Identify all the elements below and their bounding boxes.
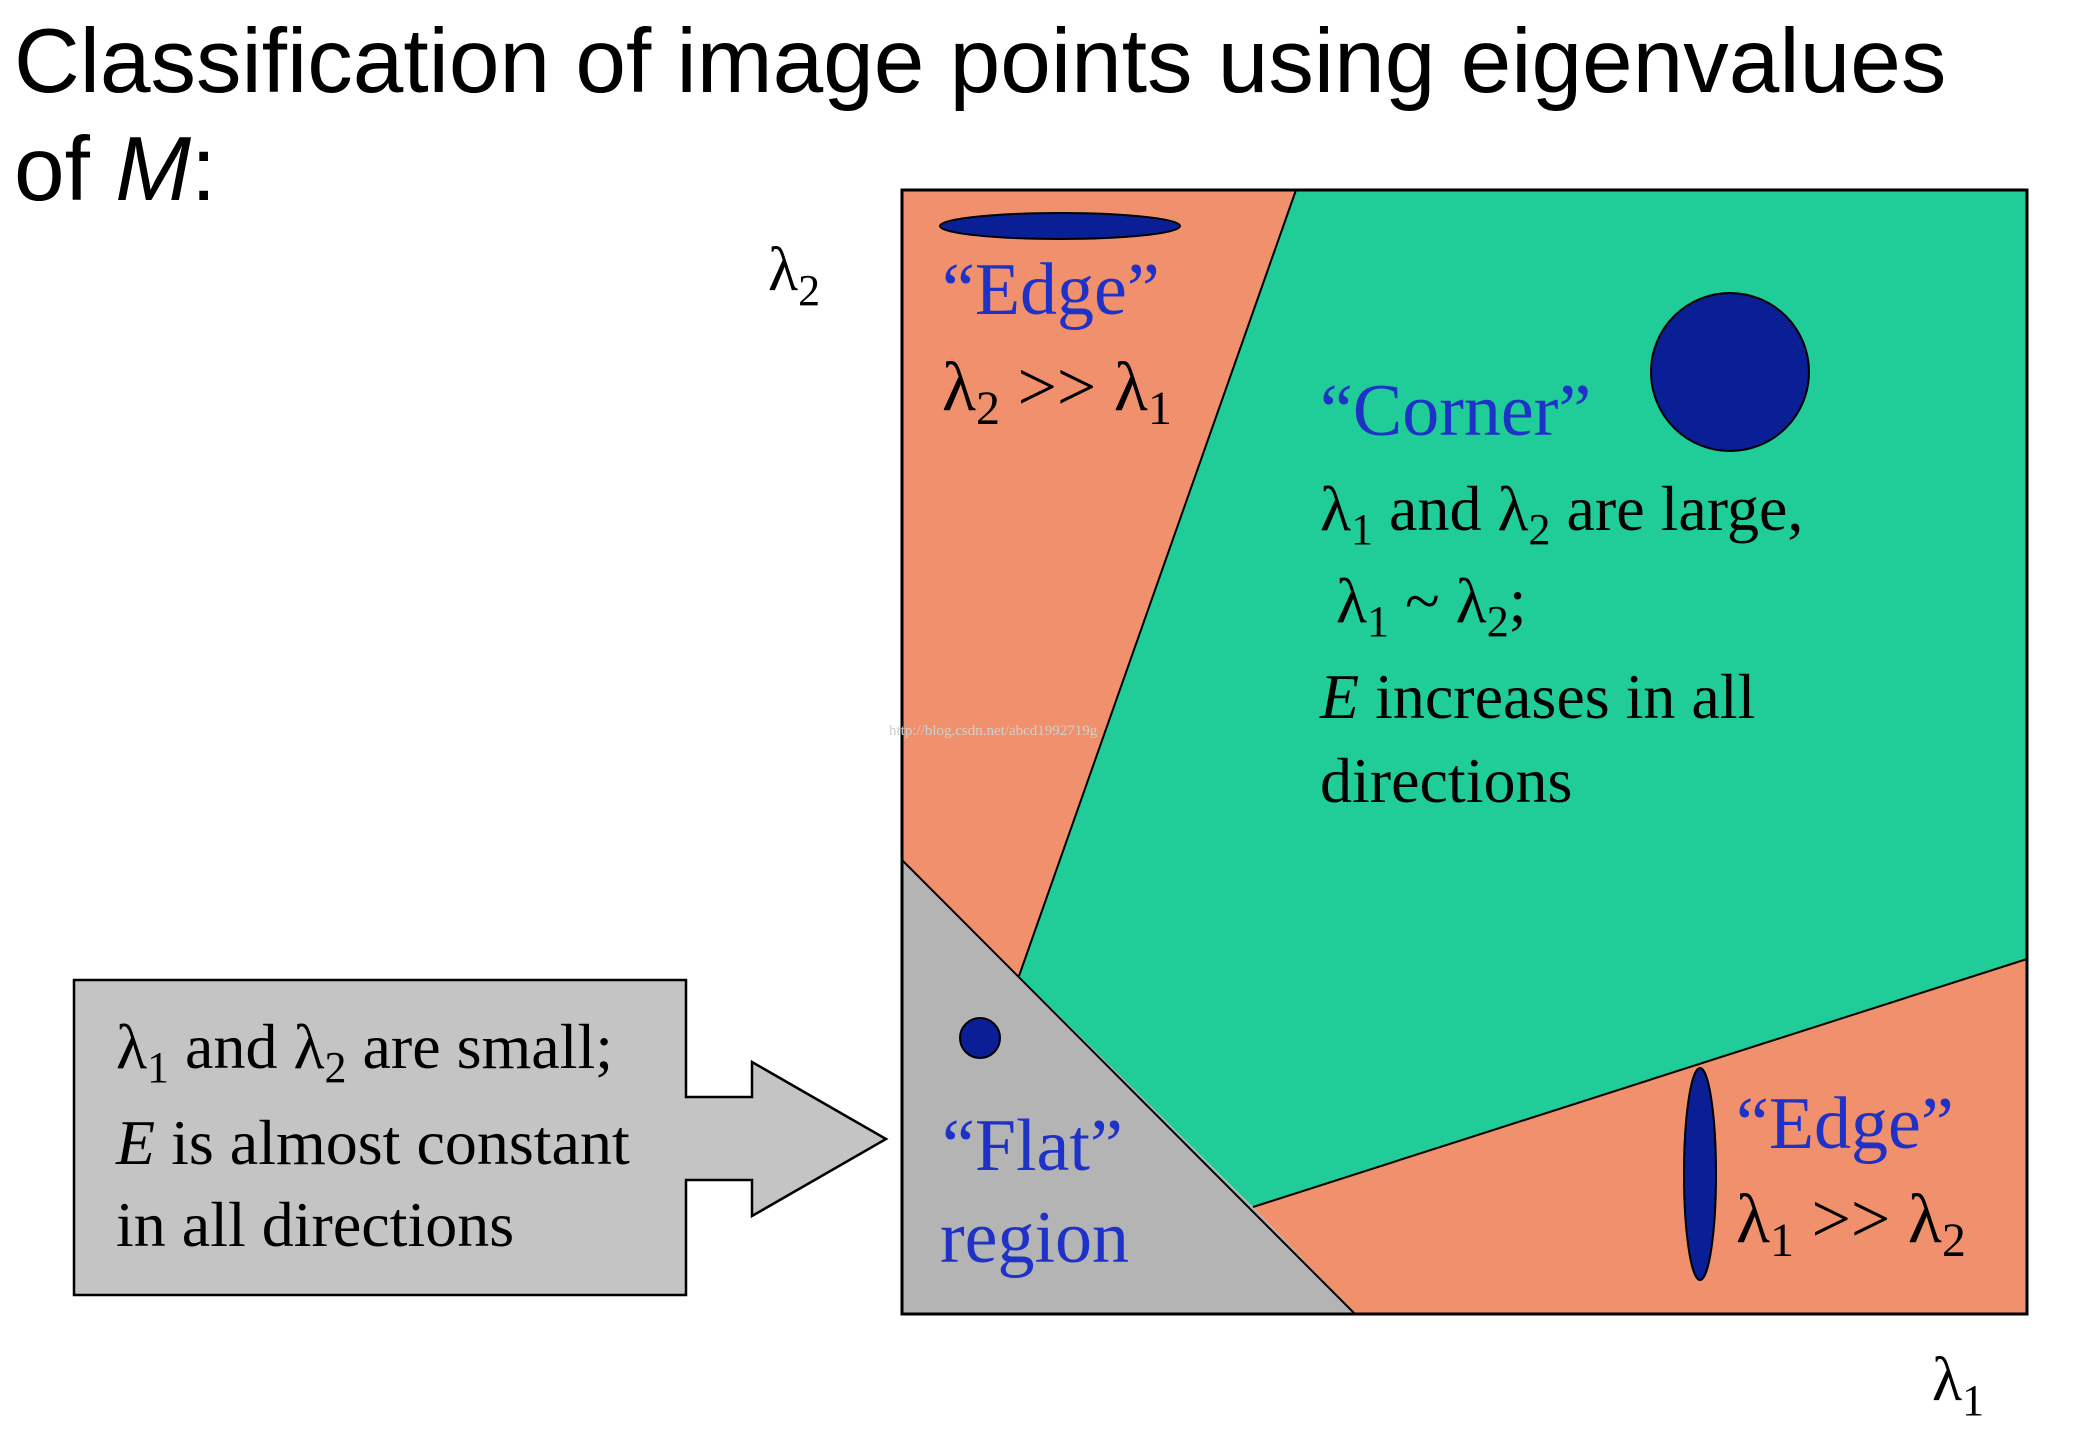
flat-label-line2: region <box>940 1197 1129 1279</box>
callout-line1: λ1 and λ2 are small; <box>116 1011 613 1092</box>
callout-line2: E is almost constant <box>115 1107 630 1178</box>
edge-top-label: “Edge” <box>942 249 1160 331</box>
corner-line1: λ1 and λ2 are large, <box>1320 473 1803 554</box>
corner-region <box>1019 190 2027 1207</box>
title-line1: Classification of image points using eig… <box>14 11 1947 112</box>
title-line2-suffix: : <box>191 119 217 220</box>
edge-region-bottom <box>1253 959 2027 1314</box>
edge-bottom-condition: λ1 >> λ2 <box>1736 1181 1966 1267</box>
edge-ellipse-horizontal <box>939 212 1181 240</box>
y-axis-label: λ2 <box>768 236 820 315</box>
title-matrix-var: M <box>115 119 191 220</box>
x-axis-label: λ1 <box>1932 1346 1984 1425</box>
watermark: http://blog.csdn.net/abcd1992719g <box>889 723 1098 739</box>
corner-line4: directions <box>1320 745 1572 816</box>
edge-region-top <box>902 190 1296 976</box>
corner-boundary-bottom <box>1252 958 2028 1208</box>
corner-boundary-top <box>1018 189 1297 977</box>
edge-top-condition: λ2 >> λ1 <box>942 349 1172 435</box>
edge-ellipse-vertical <box>1683 1067 1717 1281</box>
slide-title: Classification of image points using eig… <box>14 8 2074 224</box>
corner-line2: λ1 ~ λ2; <box>1336 565 1526 646</box>
callout-line3: in all directions <box>116 1189 514 1260</box>
plot-frame <box>900 188 2029 1316</box>
corner-label: “Corner” <box>1320 370 1591 452</box>
corner-circle <box>1650 292 1810 452</box>
flat-boundary <box>901 859 1356 1315</box>
title-line2-prefix: of <box>14 119 116 220</box>
flat-label-line1: “Flat” <box>942 1105 1123 1187</box>
corner-line3: E increases in all <box>1319 661 1755 732</box>
callout-arrow-box <box>72 978 889 1297</box>
flat-dot <box>959 1017 1001 1059</box>
edge-bottom-label: “Edge” <box>1736 1083 1954 1165</box>
